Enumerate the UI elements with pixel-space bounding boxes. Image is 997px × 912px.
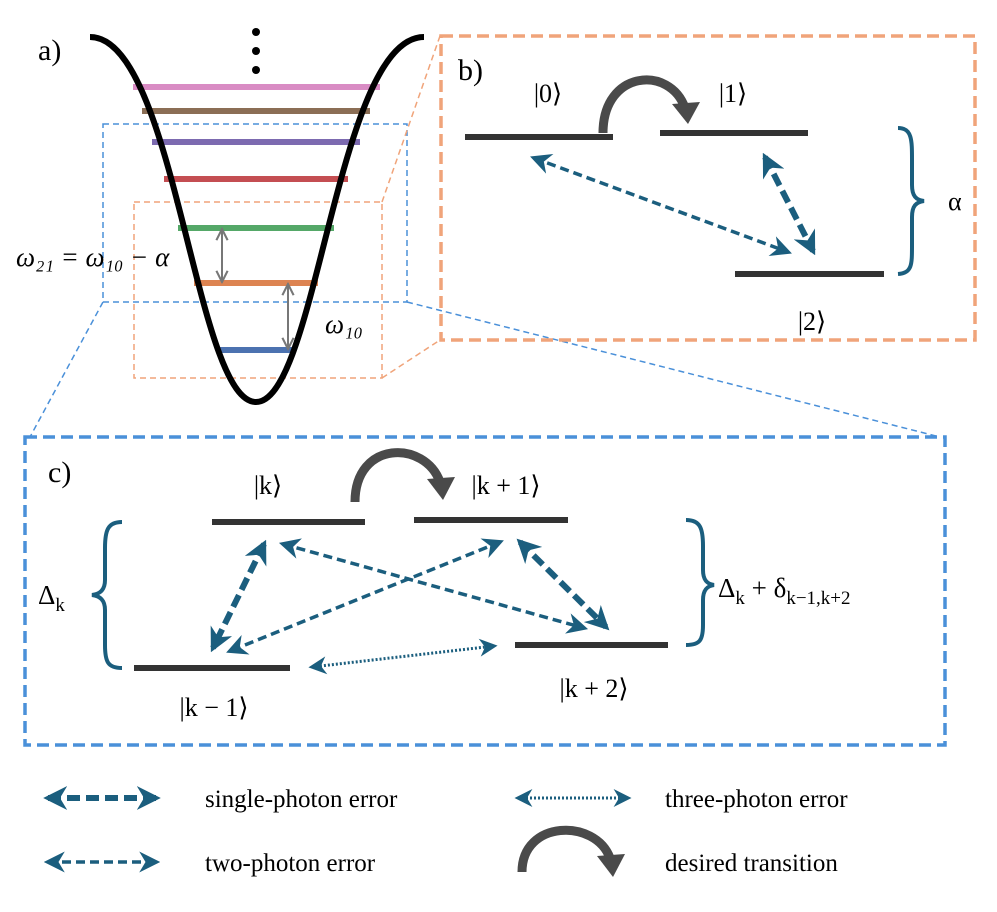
single-photon-error-arrow <box>762 152 816 256</box>
state-k-plus-1-label: |k + 1⟩ <box>471 471 540 500</box>
state-k-label: |k⟩ <box>254 471 282 500</box>
state-0-label: |0⟩ <box>534 79 562 108</box>
anharmonic-relation: ω₂₁ = ω₁₀ − α <box>16 242 170 272</box>
left-brace-icon <box>91 520 123 670</box>
orange-zoom-box <box>133 201 383 379</box>
brace-icon <box>897 126 925 276</box>
panel-b-frame <box>439 34 977 342</box>
legend-three-photon-label: three-photon error <box>665 786 848 813</box>
panel-b: b) |0⟩ |1⟩ |2⟩ α <box>439 34 977 342</box>
legend-two-photon-label: two-photon error <box>205 850 376 877</box>
panel-c-label: c) <box>48 456 71 489</box>
state-k-minus-1-label: |k − 1⟩ <box>179 693 248 722</box>
panel-c-frame <box>23 435 947 747</box>
right-brace-icon <box>685 518 715 647</box>
state-2-label: |2⟩ <box>798 307 826 336</box>
omega10-label: ω₁₀ <box>325 309 363 339</box>
delta-k-label: Δk <box>38 580 65 616</box>
blue-zoom-box <box>102 123 408 303</box>
desired-transition-arrow <box>350 448 455 503</box>
legend: single-photon error three-photon error t… <box>43 786 848 877</box>
ellipsis-dot <box>252 66 260 74</box>
legend-desired-transition-arrow <box>517 825 625 877</box>
panel-b-label: b) <box>458 54 483 87</box>
panel-a-label: a) <box>38 34 61 67</box>
orange-projection-line <box>381 339 441 379</box>
desired-transition-arrow <box>598 75 700 134</box>
blue-projection-line <box>406 301 941 438</box>
ellipsis-dot <box>252 28 260 36</box>
state-1-label: |1⟩ <box>719 79 747 108</box>
two-photon-error-arrow <box>530 153 792 257</box>
alpha-label: α <box>948 187 962 216</box>
three-photon-error-arrow <box>308 638 498 675</box>
single-photon-error-arrow <box>210 539 267 653</box>
energy-levels <box>133 84 380 353</box>
panel-c: c) |k⟩ |k + 1⟩ |k − 1⟩ |k + 2⟩ Δk Δk + δ… <box>23 435 947 747</box>
ellipsis-dot <box>252 47 260 55</box>
potential-well <box>89 34 425 406</box>
panel-a: a) ω₂₁ = ω₁₀ − α ω₁₀ <box>16 28 941 438</box>
delta-k-plus-delta-label: Δk + δk−1,k+2 <box>718 573 851 609</box>
legend-desired-transition-label: desired transition <box>665 850 838 877</box>
blue-projection-line <box>29 301 104 438</box>
state-k-plus-2-label: |k + 2⟩ <box>559 674 628 703</box>
legend-single-photon-label: single-photon error <box>205 786 398 813</box>
two-photon-error-arrow <box>226 538 504 655</box>
